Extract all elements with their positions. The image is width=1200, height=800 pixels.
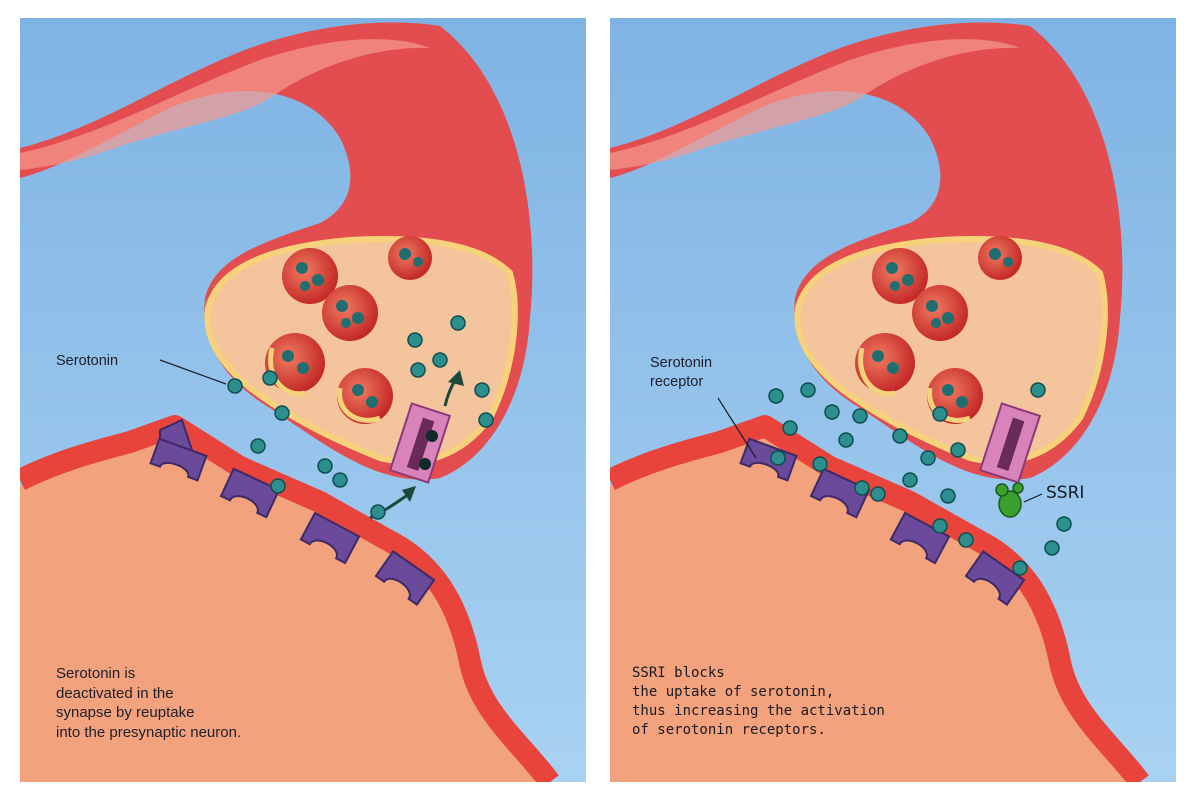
postsynaptic-membrane — [610, 415, 1149, 782]
serotonin-receptors — [739, 437, 1026, 607]
ssri-pointer — [1023, 493, 1043, 503]
postsynaptic-cell — [610, 432, 1140, 782]
ssri-panel: Serotonin receptor SSRI SSRI blocks the … — [610, 18, 1176, 782]
reuptake-transporter — [388, 402, 452, 484]
serotonin-receptors — [149, 418, 436, 607]
vesicle-serotonin — [282, 248, 423, 408]
ssri-caption: SSRI blocks the uptake of serotonin, thu… — [632, 665, 885, 738]
serotonin-label: Serotonin — [56, 353, 119, 369]
ssri-label: SSRI — [1046, 483, 1085, 503]
blocked-transporter — [978, 402, 1042, 484]
free-serotonin — [768, 382, 1072, 576]
receptor-pointer — [717, 397, 757, 459]
free-serotonin — [227, 315, 494, 520]
presynaptic-terminal-interior — [794, 235, 1108, 465]
vesicle-serotonin — [872, 248, 1013, 408]
reuptake-caption: Serotonin is deactivated in the synapse … — [56, 665, 242, 741]
axon-highlight — [20, 39, 430, 170]
axon-highlight — [610, 39, 1020, 170]
vesicles — [855, 236, 1022, 424]
reuptake-illustration — [20, 18, 586, 782]
reuptake-panel: Serotonin Serotonin is deactivated in th… — [20, 18, 586, 782]
vesicles — [265, 236, 432, 424]
postsynaptic-cell — [20, 432, 550, 782]
serotonin-pointer — [159, 359, 227, 385]
ssri-illustration — [610, 18, 1176, 782]
ssri-molecule — [995, 482, 1024, 518]
postsynaptic-membrane — [20, 415, 559, 782]
serotonin-receptor-label: Serotonin receptor — [650, 355, 713, 390]
